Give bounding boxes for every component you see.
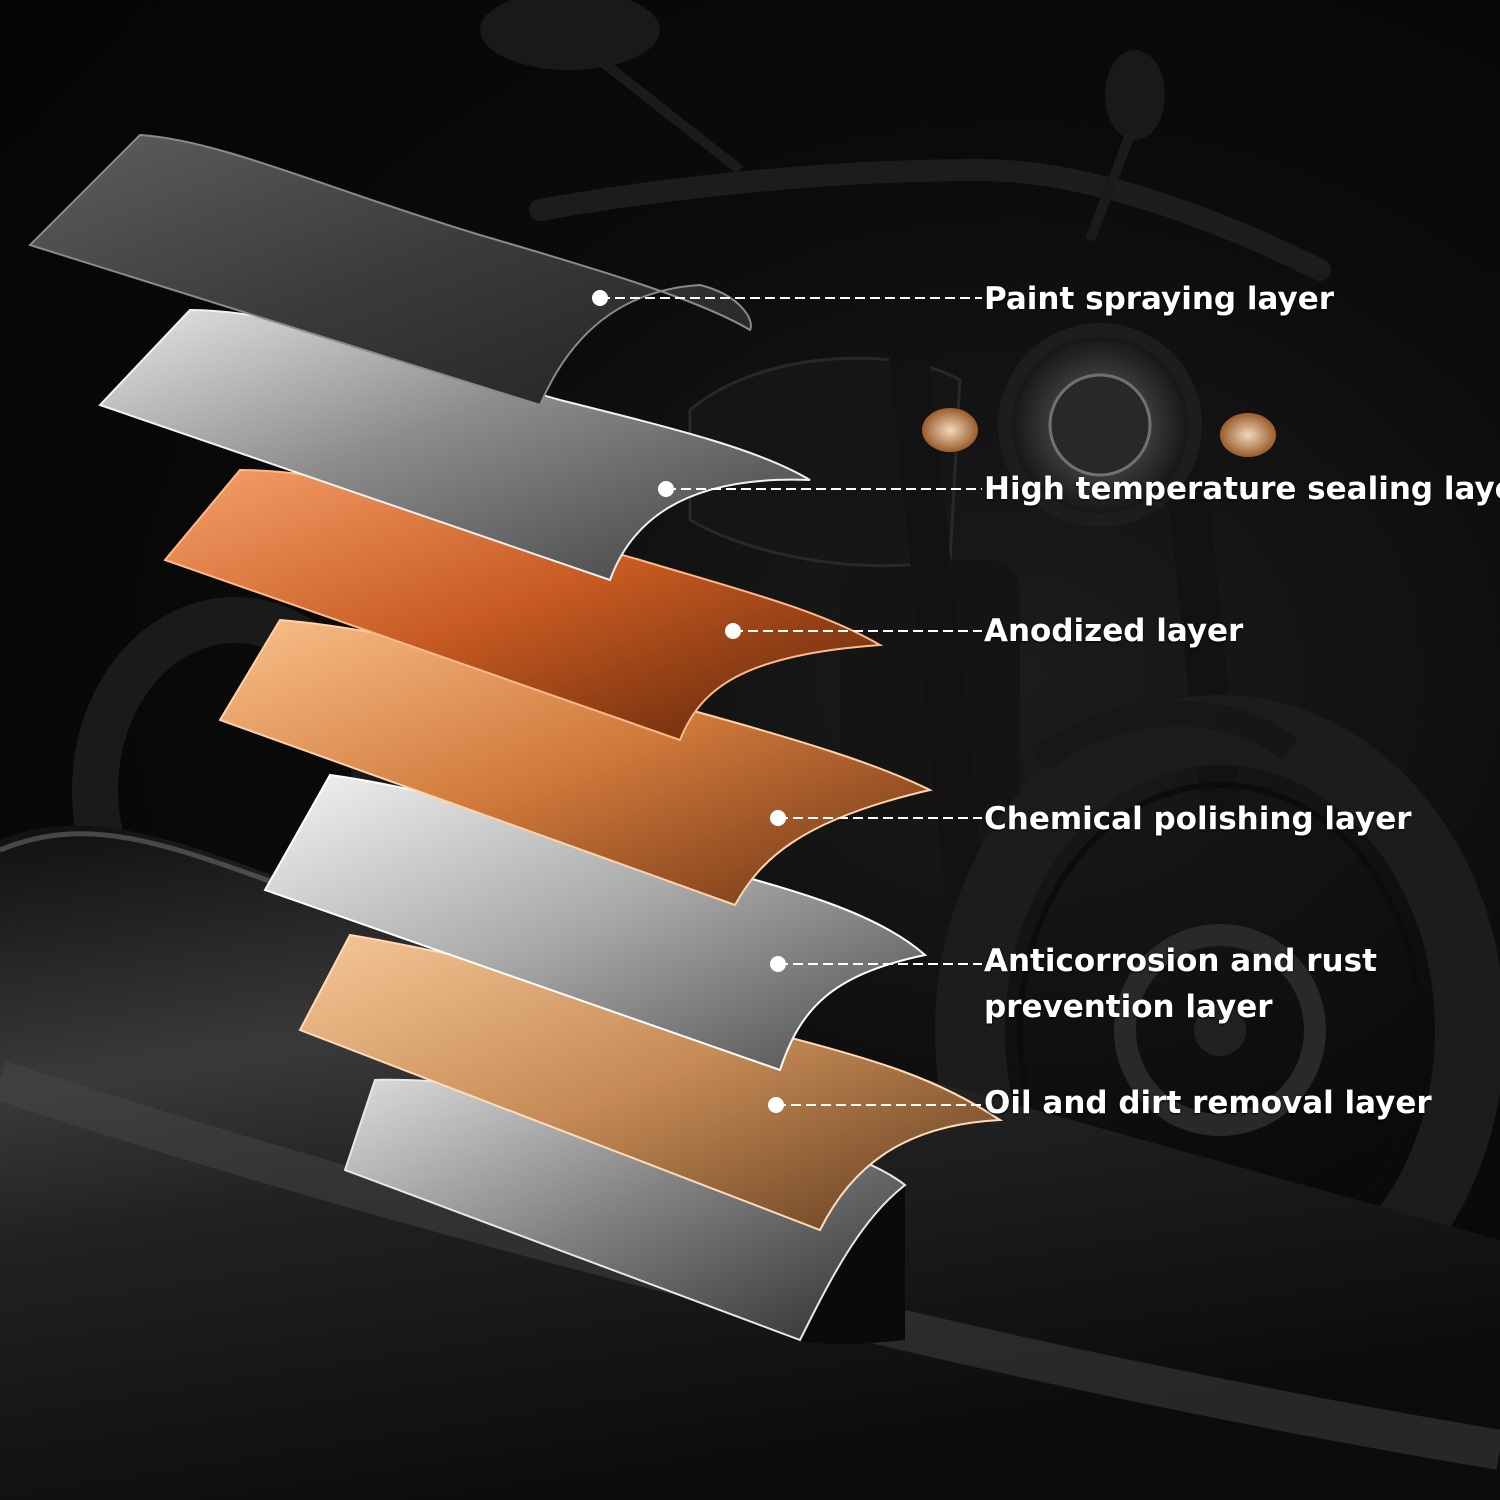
dot-paint-spraying (592, 290, 608, 306)
layer-paint-spraying (28, 133, 752, 407)
dot-high-temperature-sealing (658, 481, 674, 497)
label-anticorrosion-line1: Anticorrosion and rust (984, 943, 1377, 979)
dot-anodized (725, 623, 741, 639)
label-oil-dirt-removal: Oil and dirt removal layer (984, 1085, 1432, 1121)
leader-lines (600, 297, 982, 1106)
left-mirror (480, 0, 660, 70)
dot-chemical-polishing (770, 810, 786, 826)
dot-anticorrosion (770, 956, 786, 972)
right-mirror (1105, 50, 1165, 140)
leader-dots (592, 290, 786, 1113)
handlebar (529, 158, 1331, 281)
layer-stack (28, 133, 1004, 1342)
label-anticorrosion: Anticorrosion and rust prevention layer (984, 938, 1377, 1030)
label-paint-spraying: Paint spraying layer (984, 281, 1335, 317)
label-anticorrosion-line2: prevention layer (984, 989, 1273, 1025)
turn-signal-right (1220, 413, 1276, 457)
dot-oil-dirt-removal (768, 1097, 784, 1113)
brake-disc (1114, 924, 1326, 1136)
turn-signal-left (922, 408, 978, 452)
label-high-temperature-sealing: High temperature sealing layer (984, 471, 1500, 507)
label-chemical-polishing: Chemical polishing layer (984, 801, 1412, 837)
label-anodized: Anodized layer (984, 613, 1244, 649)
front-fender (1032, 700, 1299, 771)
fuel-tank (688, 356, 962, 568)
